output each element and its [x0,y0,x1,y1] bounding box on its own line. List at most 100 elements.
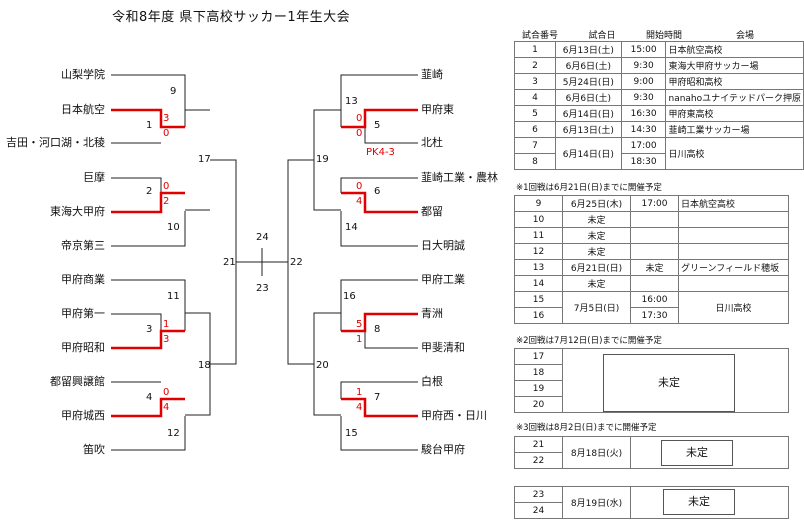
cell-venue: 日本航空高校 [678,195,789,212]
schedule-round1-extra: 7 6月14日(日) 17:00 日川高校 8 18:30 [514,137,804,170]
cell-number: 10 [514,211,563,228]
cell-date: 未定 [562,211,631,228]
match-number-18: 18 [198,360,211,371]
cell-venue [678,243,789,260]
match-number-19: 19 [316,154,329,165]
team-right-10: 白根 [421,375,443,388]
cell-number: 15 [514,291,563,308]
cell-number: 22 [514,452,563,469]
cell-number: 11 [514,227,563,244]
cell-number: 24 [514,502,563,519]
cell-venue: 日本航空高校 [665,41,804,58]
match-number-9: 9 [170,86,177,97]
cell-number: 20 [514,396,563,413]
cell-venue: 韮崎工業サッカー場 [665,121,804,138]
team-right-2: 甲府東 [421,103,454,116]
cell-time [630,227,679,244]
match-number-2: 2 [146,186,153,197]
match-number-22: 22 [290,257,303,268]
cell-number: 2 [514,57,556,74]
cell-time [630,275,679,292]
team-left-3: 吉田・河口湖・北稜 [6,136,105,149]
cell-venue: グリーンフィールド穂坂 [678,259,789,276]
cell-date: 6月14日(日) [554,105,622,122]
cell-time [630,211,679,228]
team-left-9: 甲府昭和 [61,341,105,354]
cell-number: 4 [514,89,556,106]
cell-date: 8月19日(水) [562,486,631,519]
team-left-1: 山梨学院 [61,68,105,81]
header-start-time: 開始時間 [645,31,682,41]
cell-time: 17:30 [630,307,679,324]
cell-date: 6月25日(木) [562,195,631,212]
score-m2-bottom: 2 [163,196,170,207]
match-number-15: 15 [345,428,358,439]
team-right-7: 甲府工業 [421,273,465,286]
cell-date: 未定 [562,243,631,260]
score-m3-bottom: 3 [163,334,170,345]
team-left-11: 甲府城西 [61,409,105,422]
cell-date: 6月21日(日) [562,259,631,276]
score-m8-top: 5 [356,319,363,330]
cell-time: 9:00 [620,73,667,90]
cell-time: 18:30 [620,153,667,170]
table-row: 24 [514,502,789,519]
winner-lines [111,108,418,418]
score-m5-top: 0 [356,113,363,124]
cell-date: 6月13日(土) [554,121,622,138]
team-left-5: 東海大甲府 [50,205,105,218]
match-number-1: 1 [146,120,153,131]
cell-time: 17:00 [620,137,667,154]
cell-time: 16:00 [630,291,679,308]
match-number-5: 5 [374,120,381,131]
score-m8-bottom: 1 [356,334,363,345]
cell-number: 21 [514,436,563,453]
score-m4-top: 0 [163,387,170,398]
team-right-1: 韮崎 [421,68,443,81]
match-number-6: 6 [374,186,381,197]
cell-number: 19 [514,380,563,397]
score-m7-bottom: 4 [356,402,363,413]
cell-time: 15:00 [620,41,667,58]
match-number-11: 11 [167,291,180,302]
match-number-24: 24 [256,232,269,243]
cell-time: 未定 [630,259,679,276]
schedule-final-table: 23 8月19日(水) 24 [514,486,789,519]
note-round2: ※2回戦は7月12日(日)までに開催予定 [516,336,662,346]
team-right-8: 青洲 [421,307,443,320]
cell-number: 3 [514,73,556,90]
cell-time: 17:00 [630,195,679,212]
match-number-23: 23 [256,283,269,294]
team-left-4: 巨摩 [83,171,105,184]
header-date: 試合日 [588,31,616,41]
cell-time: 9:30 [620,89,667,106]
team-right-3: 北杜 [421,136,443,149]
team-left-6: 帝京第三 [61,239,105,252]
schedule-round2-extra: 15 7月5日(日) 16:00 日川高校 16 17:30 [514,291,789,324]
cell-number: 1 [514,41,556,58]
semifinal-tbd-box: 未定 [661,440,733,466]
match-number-8: 8 [374,324,381,335]
match-number-14: 14 [345,222,358,233]
pk-result: PK4-3 [366,147,395,158]
header-match-number: 試合番号 [521,31,558,41]
team-right-9: 甲斐清和 [421,341,465,354]
cell-venue [678,227,789,244]
cell-number: 9 [514,195,563,212]
team-right-4: 韮崎工業・農林 [421,171,498,184]
score-m2-top: 0 [163,181,170,192]
cell-date: 7月5日(日) [562,291,631,324]
match-number-13: 13 [345,96,358,107]
cell-date: 8月18日(火) [562,436,631,469]
cell-venue: 日川高校 [665,137,804,170]
cell-number: 12 [514,243,563,260]
table-row: 23 8月19日(水) [514,486,789,519]
